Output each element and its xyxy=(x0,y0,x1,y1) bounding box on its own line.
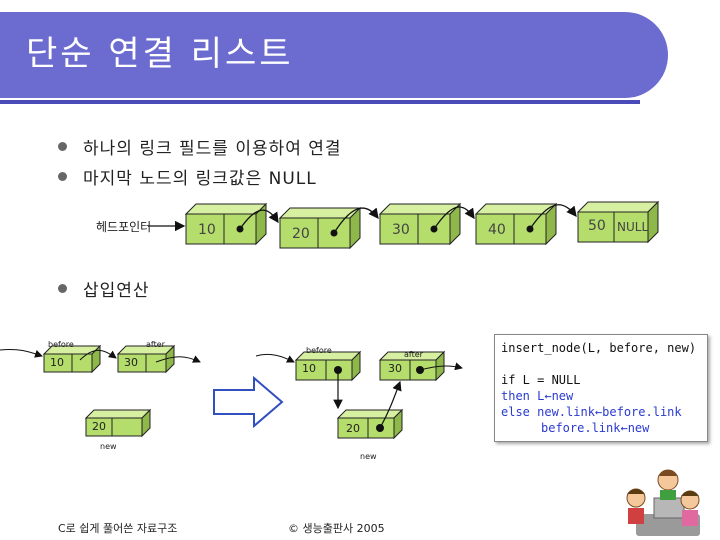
after-label: after xyxy=(404,350,423,359)
node-value: 30 xyxy=(124,356,138,369)
null-label: NULL xyxy=(617,220,649,234)
bullet-dot-icon xyxy=(58,172,67,181)
node-value: 10 xyxy=(50,356,64,369)
bullet-1: 하나의 링크 필드를 이용하여 연결 xyxy=(58,134,342,159)
node-value: 10 xyxy=(198,222,216,238)
code-line-2: if L = NULL xyxy=(501,373,581,387)
left-insert-diagram xyxy=(0,344,201,438)
after-label: after xyxy=(146,340,165,349)
head-pointer-label: 헤드포인터 xyxy=(96,220,152,234)
node-value: 40 xyxy=(488,222,506,238)
footer-book-title: C로 쉽게 풀어쓴 자료구조 xyxy=(58,522,178,535)
node-20 xyxy=(278,206,362,250)
bullet-2: 마지막 노드의 링크값은 NULL xyxy=(58,164,317,189)
node-value: 50 xyxy=(588,218,606,234)
node-value: 20 xyxy=(92,420,106,433)
before-label: before xyxy=(48,340,74,349)
title-underline xyxy=(0,100,640,104)
slide-title: 단순 연결 리스트 xyxy=(26,34,294,74)
new-label: new xyxy=(100,442,117,451)
bullet-dot-icon xyxy=(58,142,67,151)
pseudocode-box: insert_node(L, before, new) if L = NULL … xyxy=(494,334,708,442)
code-line-4: else new.link←before.link xyxy=(501,405,682,419)
right-insert-diagram xyxy=(255,350,463,440)
transition-arrow xyxy=(213,375,284,429)
code-line-1: insert_node(L, before, new) xyxy=(501,341,697,355)
node-value: 20 xyxy=(346,422,360,435)
kids-illustration xyxy=(626,469,700,536)
bullet-dot-icon xyxy=(58,284,67,293)
code-line-3: then L←new xyxy=(501,389,574,403)
node-value: 30 xyxy=(388,362,402,375)
node-value: 10 xyxy=(302,362,316,375)
title-bar xyxy=(0,12,668,98)
footer-copyright: © 생능출판사 2005 xyxy=(288,522,385,535)
new-label: new xyxy=(360,452,377,461)
bullet-3: 삽입연산 xyxy=(58,276,150,301)
node-10 xyxy=(184,202,268,246)
code-line-5: before.link←new xyxy=(541,421,650,435)
node-50 xyxy=(576,200,660,244)
top-linked-list xyxy=(148,200,660,250)
node-30 xyxy=(378,202,462,246)
before-label: before xyxy=(306,346,332,355)
node-value: 20 xyxy=(292,226,310,242)
node-value: 30 xyxy=(392,222,410,238)
